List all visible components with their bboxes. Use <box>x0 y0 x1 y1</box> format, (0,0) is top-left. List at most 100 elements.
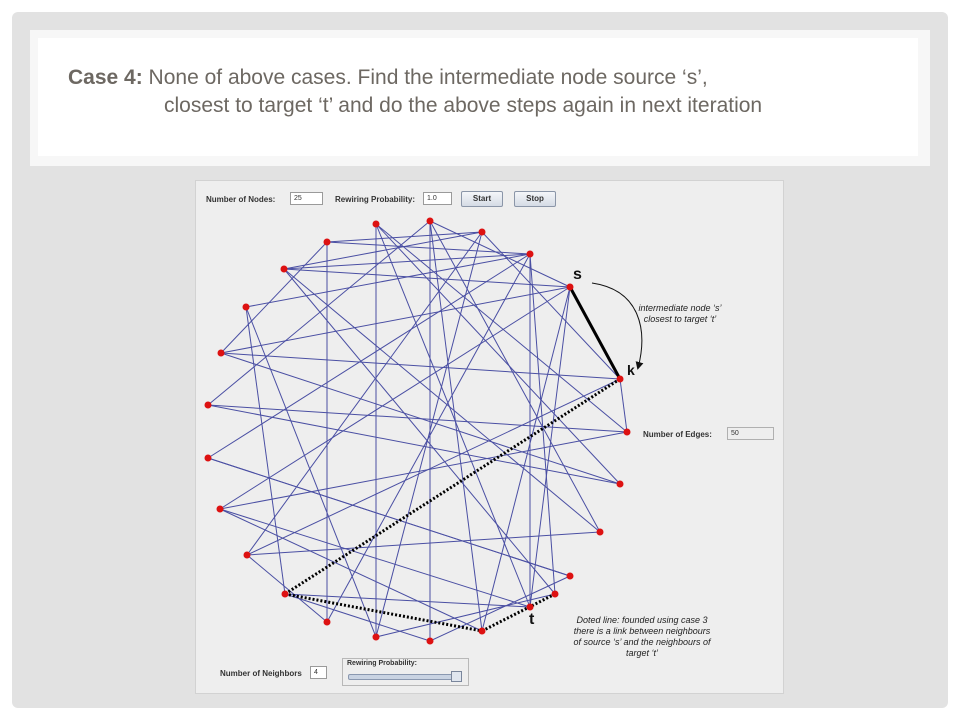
start-button[interactable]: Start <box>461 191 503 207</box>
graph-node <box>616 375 624 383</box>
neighbors-input[interactable]: 4 <box>310 666 327 679</box>
graph-edge <box>529 286 571 608</box>
graph-edge <box>481 231 621 380</box>
graph-edge <box>207 404 628 433</box>
graph-node <box>478 228 486 236</box>
graph-edge <box>246 378 621 556</box>
highlighted-paths <box>284 286 622 633</box>
graph-node <box>372 220 380 228</box>
rewiring-slider-box: Rewiring Probability: <box>342 658 469 686</box>
case-label: Case 4: <box>68 66 143 89</box>
slider-label: Rewiring Probability: <box>347 660 418 667</box>
edges-output: 50 <box>727 427 774 440</box>
graph-edge <box>429 220 571 288</box>
dotted-path-edge <box>284 377 621 596</box>
graph-node <box>623 428 631 436</box>
edges-label: Number of Edges: <box>643 430 712 439</box>
graph-node <box>217 349 225 357</box>
intermediate-note-line-1: intermediate node ‘s’ <box>638 303 722 313</box>
graph-edge <box>245 306 286 595</box>
graph-nodes <box>204 217 631 645</box>
doted-line-note: Doted line: founded using case 3 there i… <box>552 615 732 659</box>
graph-node <box>596 528 604 536</box>
graph-edge <box>207 220 431 406</box>
graph-edge <box>219 286 571 510</box>
graph-edge <box>429 220 483 632</box>
graph-app-window: Number of Nodes: 25 Rewiring Probability… <box>195 180 784 694</box>
graph-node <box>478 627 486 635</box>
title-box: Case 4: None of above cases. Find the in… <box>30 30 930 166</box>
graph-node <box>280 265 288 273</box>
graph-node <box>566 572 574 580</box>
graph-node <box>204 401 212 409</box>
graph-edge <box>219 508 531 608</box>
graph-node <box>216 505 224 513</box>
graph-node <box>551 590 559 598</box>
title-inner: Case 4: None of above cases. Find the in… <box>38 38 918 156</box>
nodes-label: Number of Nodes: <box>206 195 276 204</box>
graph-edges <box>207 220 628 642</box>
graph-edge <box>429 220 601 533</box>
graph-edge <box>207 253 531 459</box>
graph-edge <box>375 593 556 638</box>
graph-edge <box>284 593 431 642</box>
graph-edge <box>246 554 328 623</box>
dotted-path-edge <box>481 592 556 633</box>
graph-edge <box>283 268 601 533</box>
doted-note-line-1: Doted line: founded using case 3 <box>576 615 708 625</box>
dotted-path-edge <box>284 592 483 633</box>
rewiring-slider-thumb[interactable] <box>451 671 462 682</box>
graph-node <box>204 454 212 462</box>
graph-node <box>323 238 331 246</box>
graph-edge <box>246 531 601 556</box>
doted-note-line-4: target ‘t’ <box>625 648 658 658</box>
graph-node <box>616 480 624 488</box>
graph-edge <box>283 231 483 270</box>
graph-edge <box>219 431 628 510</box>
graph-edge <box>283 268 556 595</box>
graph-edge <box>326 241 531 255</box>
graph-edge <box>246 231 483 556</box>
nodes-input[interactable]: 25 <box>290 192 323 205</box>
node-k-label: k <box>627 362 635 378</box>
s-to-k-edge <box>568 286 622 380</box>
graph-edge <box>219 508 483 632</box>
graph-edge <box>220 286 571 354</box>
graph-edge <box>529 253 556 595</box>
title-line-1-text: None of above cases. Find the intermedia… <box>142 66 708 89</box>
graph-edge <box>220 241 328 354</box>
graph-edge <box>326 231 483 243</box>
doted-note-line-3: of source ‘s’ and the neighbours of <box>573 637 711 647</box>
curved-arrow <box>591 282 644 370</box>
graph-node <box>242 303 250 311</box>
graph-edge <box>207 404 621 485</box>
graph-edge <box>220 352 621 380</box>
graph-edge <box>429 575 571 642</box>
graph-node <box>243 551 251 559</box>
graph-node <box>281 590 289 598</box>
intermediate-note: intermediate node ‘s’ closest to target … <box>622 303 738 325</box>
graph-node <box>566 283 574 291</box>
neighbors-label: Number of Neighbors <box>220 669 302 678</box>
graph-edge <box>375 223 628 433</box>
graph-edge <box>245 306 377 638</box>
rewiring-slider-track[interactable] <box>348 671 462 682</box>
graph-edge <box>220 352 621 485</box>
graph-node <box>372 633 380 641</box>
node-s-label: s <box>573 266 582 283</box>
graph-edge <box>619 378 628 433</box>
graph-edge <box>375 223 621 485</box>
intermediate-note-line-2: closest to target ‘t’ <box>643 314 717 324</box>
graph-node <box>526 250 534 258</box>
doted-note-line-2: there is a link between neighbours <box>573 626 711 636</box>
stop-button[interactable]: Stop <box>514 191 556 207</box>
title-line-1: Case 4: None of above cases. Find the in… <box>68 66 708 90</box>
rewiring-label: Rewiring Probability: <box>335 195 416 204</box>
graph-edge <box>283 253 531 270</box>
graph-edge <box>481 286 571 632</box>
node-t-label: t <box>529 611 535 628</box>
rewiring-input[interactable]: 1.0 <box>423 192 452 205</box>
graph-edge <box>245 253 531 308</box>
title-line-2: closest to target ‘t’ and do the above s… <box>164 94 763 117</box>
